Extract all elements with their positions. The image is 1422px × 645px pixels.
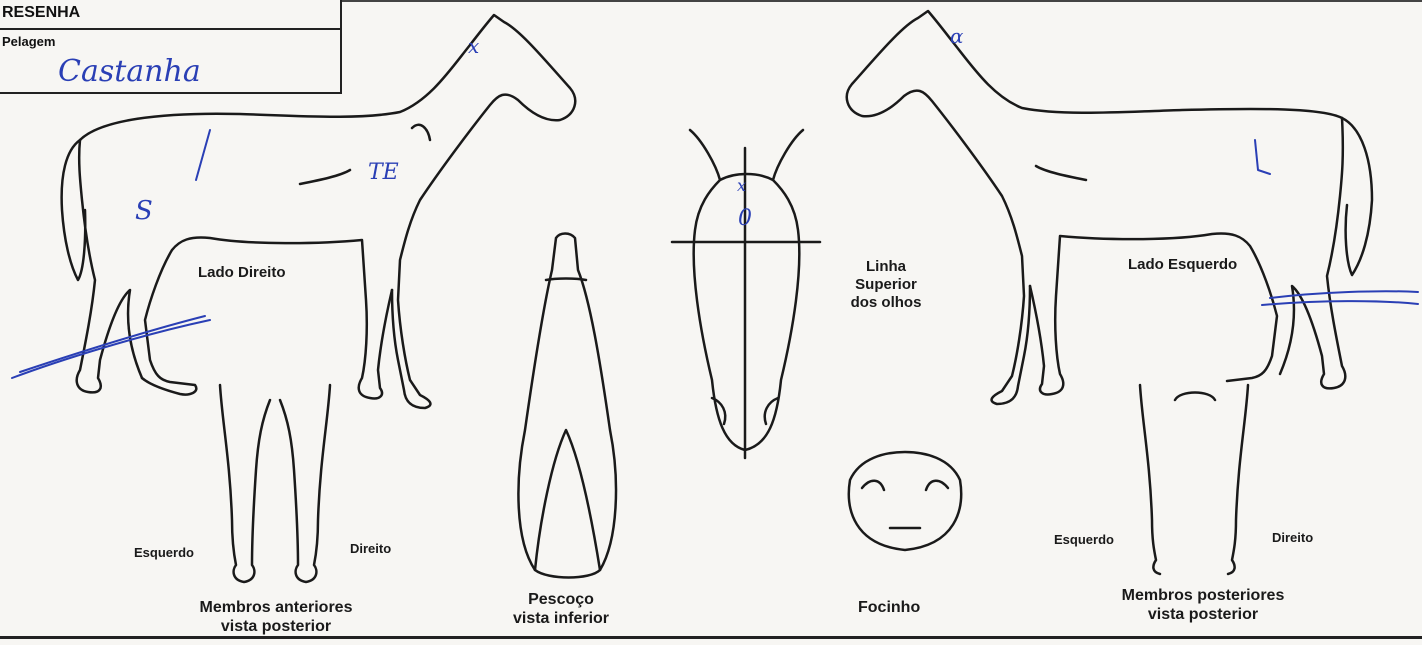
right-flank-mark: S [135, 196, 153, 226]
front-legs-caption-1: Membros anteriores [176, 598, 376, 617]
front-legs-posterior-view [220, 385, 330, 582]
label-eye-line: Linha Superior dos olhos [836, 258, 936, 312]
eye-line-2: Superior [836, 276, 936, 294]
hind-legs-right-label: Direito [1272, 530, 1313, 546]
bottom-border [0, 636, 1422, 639]
neck-underside-view [518, 234, 616, 578]
front-legs-left-label: Esquerdo [134, 545, 194, 561]
neck-caption: Pescoço vista inferior [486, 590, 636, 628]
face-mark-2: 0 [738, 206, 752, 231]
right-neck-mark: x [468, 34, 479, 58]
right-shoulder-mark: TE [368, 160, 399, 185]
hind-legs-left-label: Esquerdo [1054, 532, 1114, 548]
horse-left-side [847, 11, 1372, 404]
hind-legs-posterior-view [1140, 385, 1248, 574]
label-left-side: Lado Esquerdo [1128, 256, 1237, 274]
eye-line-1: Linha [836, 258, 936, 276]
front-legs-caption: Membros anteriores vista posterior [176, 598, 376, 636]
front-legs-right-label: Direito [350, 541, 391, 557]
left-neck-mark: α [950, 24, 964, 48]
hind-legs-caption-1: Membros posteriores [1098, 586, 1308, 605]
label-right-side: Lado Direito [198, 264, 286, 282]
front-legs-caption-2: vista posterior [176, 617, 376, 636]
neck-caption-1: Pescoço [486, 590, 636, 609]
muzzle-caption: Focinho [858, 598, 920, 617]
face-mark: x [737, 176, 746, 195]
hind-legs-caption-2: vista posterior [1098, 605, 1308, 624]
muzzle-view [849, 452, 961, 550]
hind-legs-caption: Membros posteriores vista posterior [1098, 586, 1308, 624]
neck-caption-2: vista inferior [486, 609, 636, 628]
eye-line-3: dos olhos [836, 294, 936, 312]
